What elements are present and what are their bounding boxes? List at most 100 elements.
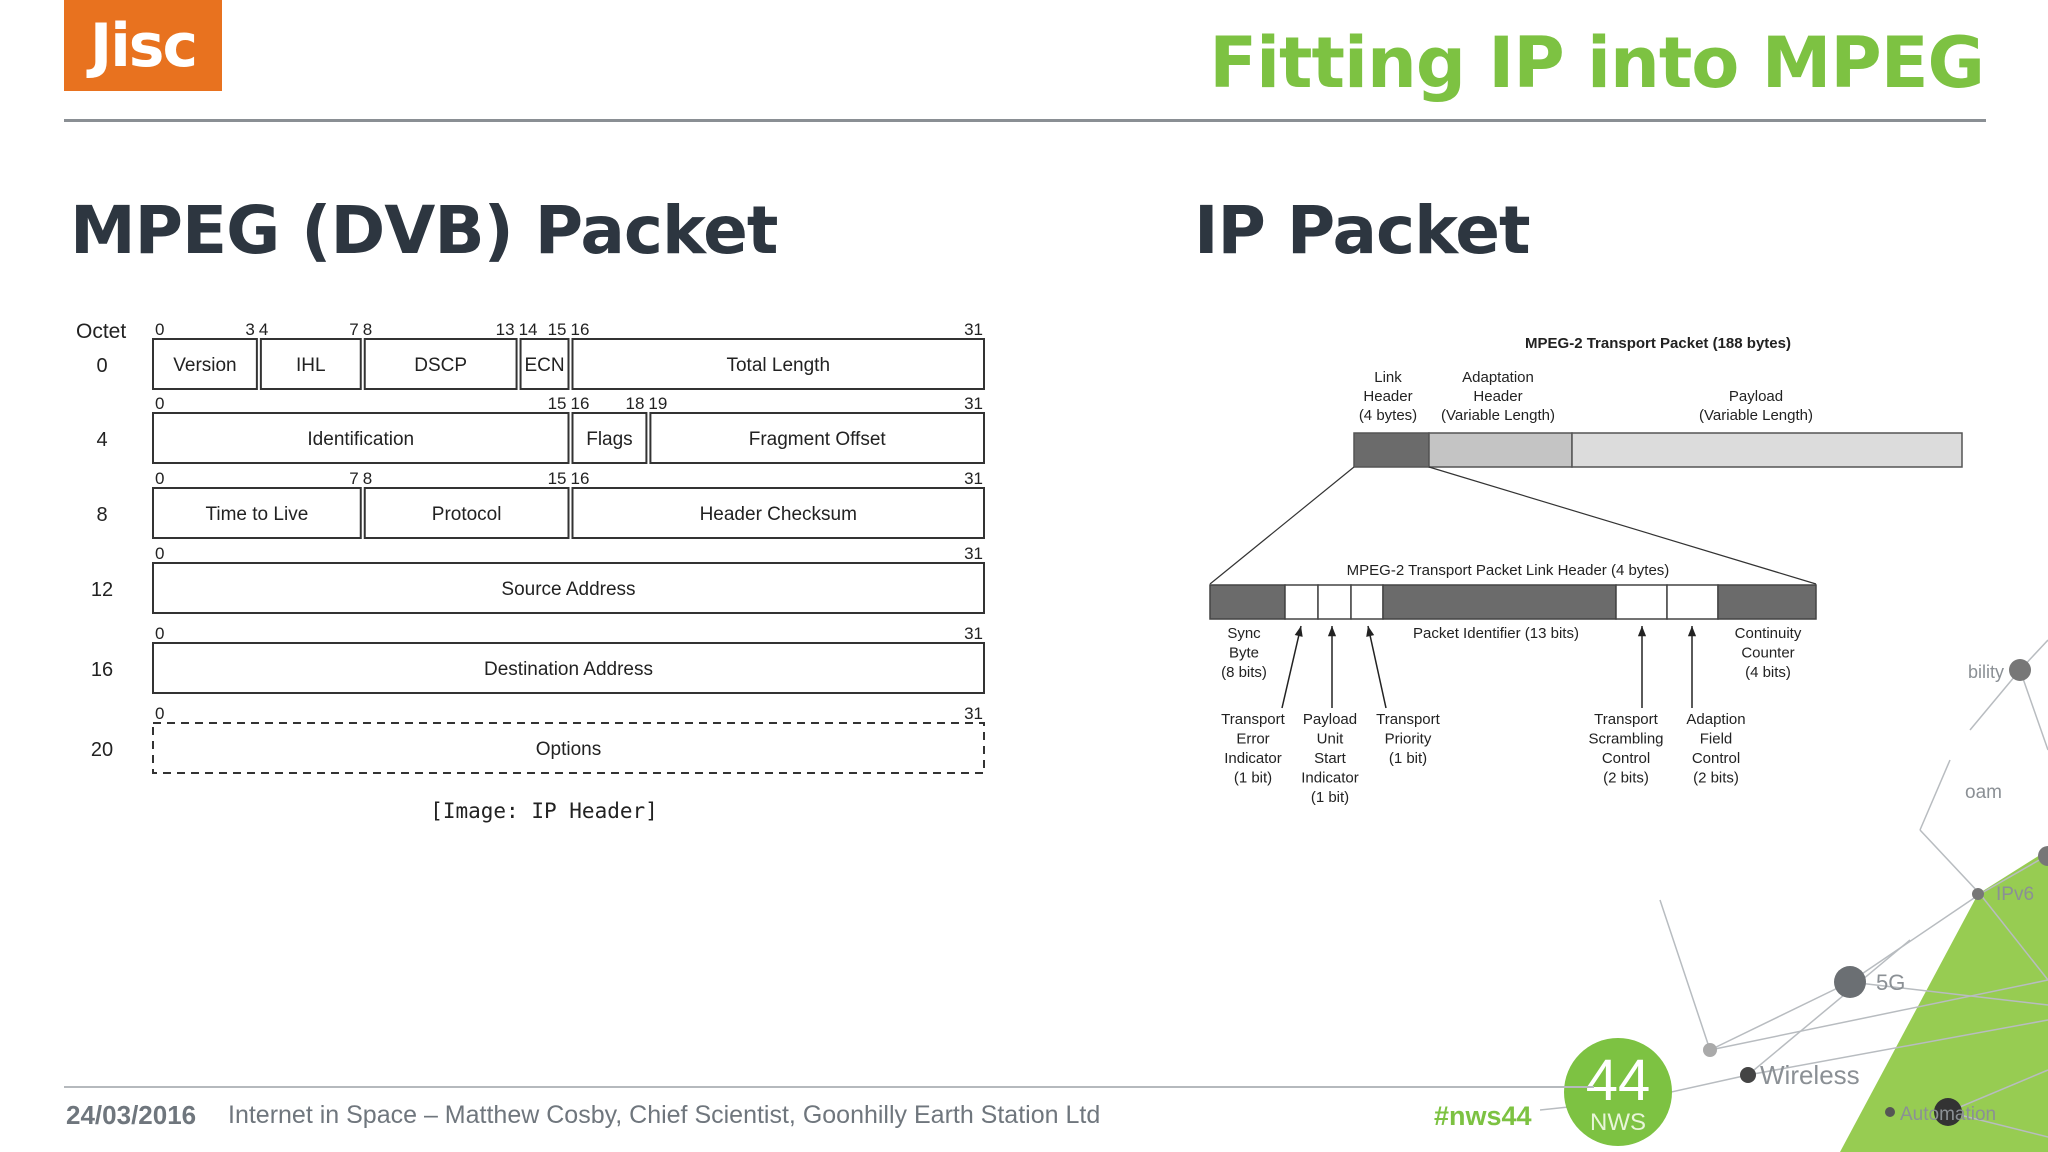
link-header-field-label: Scrambling [1588,731,1663,748]
octet-column-header: Octet [76,320,126,343]
octet-offset: 12 [91,579,113,601]
link-header-field-label: (1 bit) [1389,750,1427,767]
arrow-head [1294,626,1303,637]
bit-position-label: 0 [155,544,164,563]
mpeg-transport-packet-diagram: MPEG-2 Transport Packet (188 bytes)LinkH… [1209,335,1963,806]
octet-offset: 20 [91,739,113,761]
network-link-line [1709,979,2048,1051]
bit-position-label: 16 [571,394,590,413]
link-header-field-label: Transport [1594,711,1658,728]
ip-header-field-box [649,412,985,464]
link-header-field-label: Sync [1227,625,1261,642]
network-link-line [1747,939,1911,1076]
link-header-field-label: Transport [1376,711,1440,728]
network-topic-label: 5G [1876,970,1905,995]
bit-position-label: 0 [155,469,164,488]
octet-offset: 8 [96,504,107,526]
network-node [1740,1067,1756,1083]
network-link-line [1849,981,2048,1006]
link-header-field-box [1382,584,1617,620]
ip-section-heading: IP Packet [1194,192,1531,269]
link-header-field-label: Error [1236,731,1269,748]
bit-position-label: 15 [548,469,567,488]
link-header-field-label: Packet Identifier (13 bits) [1413,625,1579,642]
nws-badge [1564,1038,1672,1146]
bit-position-label: 31 [964,320,983,339]
link-header-field-label: Control [1692,750,1740,767]
arrow-head [1687,626,1697,637]
network-link-line [1747,1019,2048,1076]
network-node [1934,1098,1962,1126]
transport-packet-segment [1428,432,1573,468]
expansion-line [1428,466,1817,585]
ip-header-field-label: Protocol [432,504,502,525]
bit-position-label: 31 [964,704,983,723]
link-header-field-label: Start [1314,750,1347,767]
header-divider [64,119,1986,122]
bit-position-label: 7 [349,469,358,488]
network-topic-label: oam [1965,782,2002,803]
link-header-field-box [1284,584,1319,620]
link-header-field-label: (2 bits) [1693,770,1739,787]
nws-badge-text: NWS [1590,1109,1646,1136]
network-node [1972,888,1984,900]
network-node [2009,659,2031,681]
bit-position-label: 15 [548,394,567,413]
network-node [2038,846,2048,866]
transport-packet-segment-label: Header [1363,388,1412,405]
bit-position-label: 0 [155,704,164,723]
ip-header-field-box [519,338,570,390]
link-header-field-label: (1 bit) [1234,770,1272,787]
network-topic-label: IPv6 [1996,884,2034,905]
link-header-field-box [1209,584,1286,620]
network-link-line [1919,829,1981,895]
ip-header-field-box [571,487,985,539]
network-node [1885,1107,1895,1117]
ip-header-field-box [152,562,985,614]
bit-position-label: 16 [571,469,590,488]
bit-position-label: 8 [363,469,372,488]
transport-packet-segment-label: (Variable Length) [1441,407,1555,424]
transport-packet-segment [1571,432,1963,468]
bit-position-label: 31 [964,394,983,413]
network-link-line [1947,1111,2048,1138]
bit-position-label: 13 [496,320,515,339]
bit-position-label: 3 [245,320,254,339]
bit-position-label: 15 [548,320,567,339]
ip-header-field-label: Time to Live [205,504,308,525]
ip-header-field-box [571,338,985,390]
network-link-line [1849,893,1981,983]
link-header-field-box [1615,584,1668,620]
arrow-head [1327,626,1337,637]
footer-text: Internet in Space – Matthew Cosby, Chief… [228,1101,1101,1129]
link-header-field-label: Unit [1317,731,1345,748]
bit-position-label: 18 [625,394,644,413]
ip-header-field-label: Header Checksum [700,504,857,525]
bit-position-label: 8 [363,320,372,339]
transport-packet-segment-label: Payload [1729,388,1783,405]
slide-title: Fitting IP into MPEG [1209,22,1985,104]
link-header-field-label: Transport [1221,711,1285,728]
transport-packet-segment [1353,432,1430,468]
footer-date: 24/03/2016 [66,1100,197,1130]
bit-position-label: 31 [964,624,983,643]
transport-packet-segment-label: Adaptation [1462,369,1534,386]
field-pointer-arrow [1281,625,1302,709]
footer-divider [64,1086,1594,1088]
link-header-title: MPEG-2 Transport Packet Link Header (4 b… [1347,562,1670,579]
ip-header-field-box [152,722,985,774]
link-header-field-label: Adaption [1686,711,1745,728]
arrow-head [1366,626,1375,637]
link-header-field-label: (1 bit) [1311,789,1349,806]
ip-header-field-label: Options [536,739,601,760]
ip-header-field-label: Fragment Offset [749,429,887,450]
link-header-field-label: Byte [1229,645,1259,662]
ip-header-field-label: Destination Address [484,659,653,680]
ip-header-field-label: Source Address [501,579,635,600]
bit-position-label: 16 [571,320,590,339]
bit-position-label: 0 [155,320,164,339]
mpeg-section-heading: MPEG (DVB) Packet [70,192,778,269]
network-link-line [1969,669,2021,731]
link-header-field-label: Control [1602,750,1650,767]
